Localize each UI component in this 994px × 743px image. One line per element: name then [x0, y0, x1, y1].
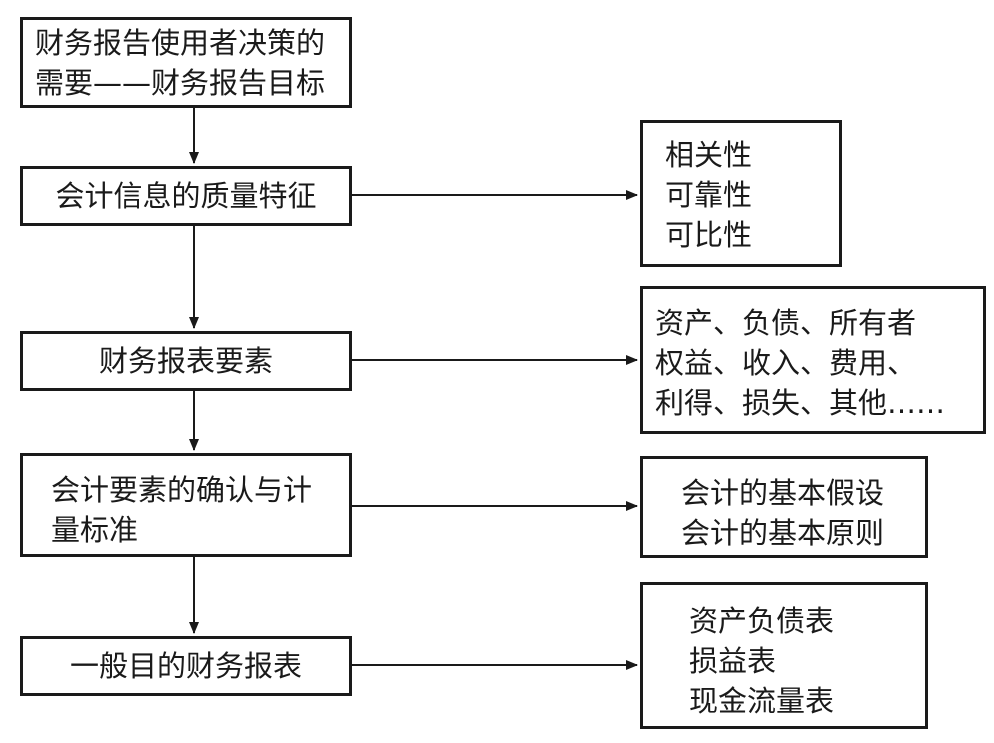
elements-details-box: 资产、负债、所有者 权益、收入、费用、 利得、损失、其他……: [640, 286, 986, 434]
recognition-details-box: 会计的基本假设 会计的基本原则: [640, 456, 928, 558]
general-purpose-statements-label: 一般目的财务报表: [69, 649, 302, 683]
quality-characteristics-label: 会计信息的质量特征: [55, 179, 317, 213]
recognition-measurement-box: 会计要素的确认与计 量标准: [20, 453, 352, 557]
quality-detail-item: 相关性: [665, 138, 753, 172]
goal-text-line2: 需要——财务报告目标: [35, 66, 326, 100]
elements-detail-line: 权益、收入、费用、: [655, 346, 917, 380]
statements-detail-item: 现金流量表: [689, 684, 835, 718]
goal-box: 财务报告使用者决策的 需要——财务报告目标: [20, 17, 352, 108]
quality-detail-item: 可靠性: [665, 178, 753, 212]
general-purpose-statements-box: 一般目的财务报表: [20, 636, 352, 696]
recognition-detail-item: 会计的基本原则: [681, 516, 885, 550]
statement-elements-label: 财务报表要素: [98, 344, 273, 378]
goal-text-line1: 财务报告使用者决策的: [35, 26, 326, 60]
statements-detail-item: 资产负债表: [689, 604, 835, 638]
recognition-text-line2: 量标准: [51, 513, 139, 547]
statements-detail-item: 损益表: [689, 644, 777, 678]
quality-detail-item: 可比性: [665, 218, 753, 252]
quality-details-box: 相关性 可靠性 可比性: [640, 120, 842, 267]
quality-characteristics-box: 会计信息的质量特征: [20, 166, 352, 226]
recognition-text-line1: 会计要素的确认与计: [51, 473, 313, 507]
statements-details-box: 资产负债表 损益表 现金流量表: [640, 582, 928, 729]
elements-detail-line: 资产、负债、所有者: [655, 306, 917, 340]
elements-detail-line: 利得、损失、其他……: [655, 386, 946, 420]
statement-elements-box: 财务报表要素: [20, 331, 352, 391]
recognition-detail-item: 会计的基本假设: [681, 476, 885, 510]
